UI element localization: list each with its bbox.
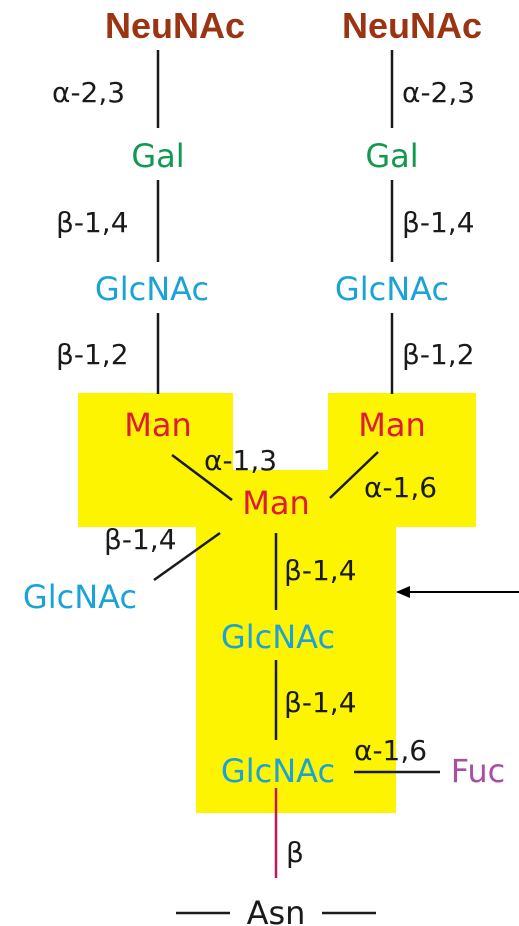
residue-glcnac-core2: GlcNAc bbox=[221, 752, 335, 790]
linkage-gal-glcnac-left: β-1,4 bbox=[56, 206, 129, 239]
residue-man-left: Man bbox=[124, 406, 192, 444]
residue-glcnac-bisect: GlcNAc bbox=[23, 578, 137, 616]
linkage-bisect: β-1,4 bbox=[104, 523, 177, 556]
residue-glcnac-right: GlcNAc bbox=[335, 270, 449, 308]
linkage-gal-glcnac-right: β-1,4 bbox=[402, 206, 475, 239]
linkage-core1-core2: β-1,4 bbox=[284, 686, 357, 719]
residue-man-right: Man bbox=[358, 406, 426, 444]
linkage-center-core1: β-1,4 bbox=[284, 554, 357, 587]
linkage-neu-gal-right: α-2,3 bbox=[402, 76, 475, 109]
bond-bisect bbox=[153, 531, 221, 582]
linkage-glcnac-man-left: β-1,2 bbox=[56, 338, 129, 371]
linkage-core2-asn: β bbox=[286, 836, 304, 869]
linkage-glcnac-man-right: β-1,2 bbox=[402, 338, 475, 371]
residue-man-center: Man bbox=[242, 484, 310, 522]
residue-neunac-right: NeuNAc bbox=[342, 5, 482, 46]
residue-asn: Asn bbox=[247, 894, 306, 926]
residue-neunac-left: NeuNAc bbox=[105, 5, 245, 46]
linkage-man-right-center: α-1,6 bbox=[364, 471, 437, 504]
linkage-man-left-center: α-1,3 bbox=[204, 444, 277, 477]
residue-gal-left: Gal bbox=[131, 137, 184, 175]
linkage-core2-fuc: α-1,6 bbox=[354, 734, 427, 767]
residue-fuc: Fuc bbox=[451, 752, 506, 790]
residue-glcnac-left: GlcNAc bbox=[95, 270, 209, 308]
residue-glcnac-core1: GlcNAc bbox=[221, 618, 335, 656]
residue-gal-right: Gal bbox=[365, 137, 418, 175]
linkage-neu-gal-left: α-2,3 bbox=[52, 76, 125, 109]
bond-man-right-center bbox=[329, 451, 379, 499]
bond-man-left-center bbox=[171, 454, 233, 501]
pointer-arrowhead bbox=[396, 586, 410, 598]
